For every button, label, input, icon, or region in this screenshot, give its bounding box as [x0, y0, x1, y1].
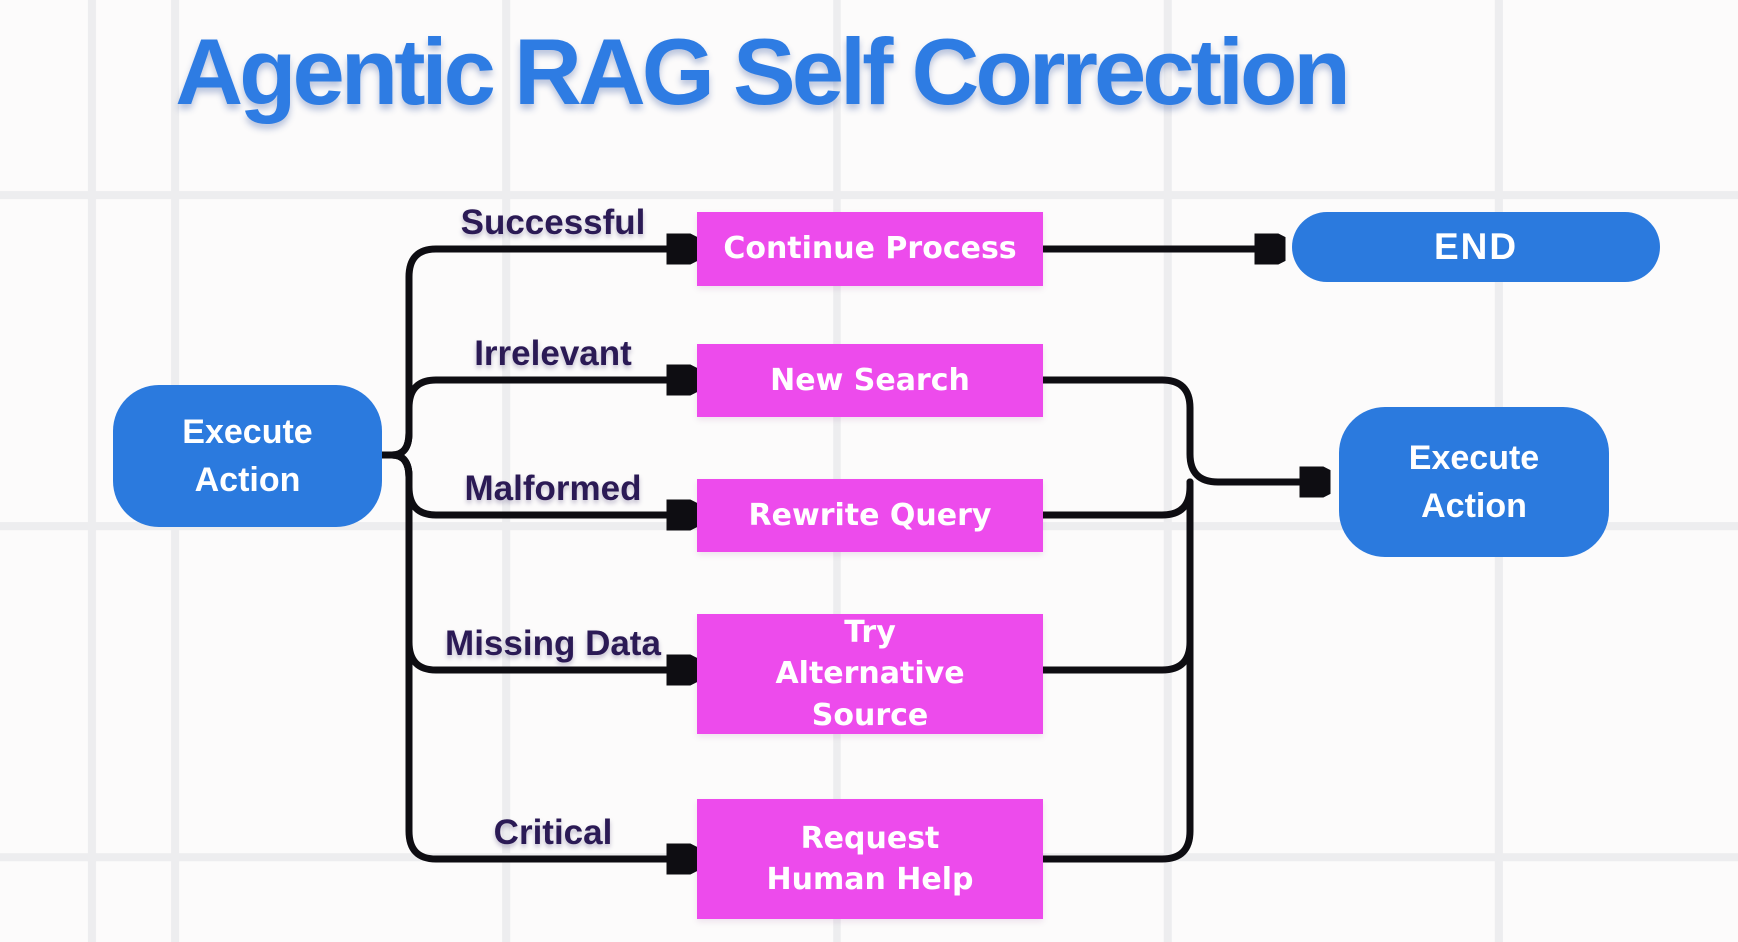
- node-request-human-help-label: Request Human Help: [766, 820, 974, 897]
- node-end-label: END: [1433, 226, 1519, 267]
- edge-request-help-to-merge: [1039, 478, 1194, 863]
- edge-label-irrelevant: Irrelevant: [474, 334, 632, 373]
- node-continue-process: Continue Process: [697, 212, 1043, 286]
- node-request-human-help: Request Human Help: [697, 799, 1043, 919]
- edge-label-malformed: Malformed: [464, 469, 642, 508]
- node-new-search: New Search: [697, 344, 1043, 417]
- node-execute-action-start-label: Execute Action: [182, 412, 313, 499]
- edge-irrelevant: [378, 380, 668, 459]
- edge-rewrite-to-merge: [1039, 478, 1194, 519]
- node-rewrite-query-label: Rewrite Query: [748, 497, 992, 533]
- edge-critical: [378, 451, 668, 859]
- node-try-alternative-source-label: Try Alternative Source: [775, 614, 965, 733]
- edge-new-search-to-execute: [1039, 376, 1301, 482]
- edge-label-successful: Successful: [460, 203, 646, 242]
- node-new-search-label: New Search: [770, 362, 970, 398]
- node-end: END: [1292, 212, 1660, 282]
- node-execute-action-retry: Execute Action: [1339, 407, 1609, 557]
- node-rewrite-query: Rewrite Query: [697, 479, 1043, 552]
- edge-label-missing-data: Missing Data: [445, 624, 661, 663]
- page-title: Agentic RAG Self Correction: [175, 19, 1351, 124]
- node-execute-action-start: Execute Action: [113, 385, 382, 527]
- node-try-alternative-source: Try Alternative Source: [697, 614, 1043, 734]
- edge-try-alternative-to-merge: [1039, 478, 1194, 674]
- node-execute-action-retry-label: Execute Action: [1408, 438, 1540, 525]
- node-continue-process-label: Continue Process: [723, 231, 1017, 267]
- edge-label-critical: Critical: [493, 813, 613, 852]
